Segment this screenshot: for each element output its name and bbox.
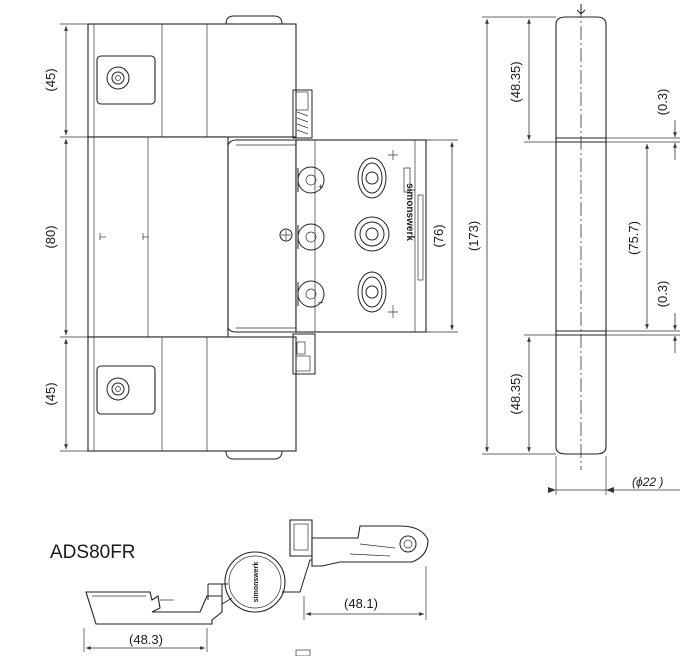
dim-frame-height: (76) <box>431 224 446 247</box>
brand-mark: simonswerk <box>404 183 415 241</box>
dim-side-gap-bottom: (0.3) <box>655 281 670 308</box>
frame-screws <box>354 150 398 318</box>
dim-middle-leaf: (80) <box>43 225 58 248</box>
svg-text:–: – <box>318 297 323 307</box>
left-leaf-profile <box>85 591 223 625</box>
model-title: ADS80FR <box>50 542 136 563</box>
dim-total-height: (173) <box>466 221 481 251</box>
bottom-spring-clip <box>292 333 316 375</box>
middle-leaf <box>87 136 229 338</box>
bottom-screw-outer <box>106 377 130 401</box>
dim-side-bottom: (48.35) <box>508 373 523 414</box>
right-clip <box>289 519 313 557</box>
bottom-fixing-plate <box>96 365 156 415</box>
dim-side-gap-top: (0.3) <box>655 89 670 116</box>
dim-plan-left: (48.3) <box>129 632 163 647</box>
dim-top-leaf: (45) <box>43 68 58 91</box>
top-spring-clip <box>292 89 313 139</box>
top-screw-outer <box>106 66 130 90</box>
dim-plan-right: (48.1) <box>344 596 378 611</box>
knuckle <box>224 551 286 613</box>
dim-bottom-leaf: (45) <box>43 382 58 405</box>
right-frame-profile <box>311 525 429 567</box>
plan-brand-mark: simonswerk <box>253 562 260 603</box>
dim-side-middle: (75.7) <box>626 221 641 255</box>
top-fixing-plate <box>96 55 156 105</box>
side-view: (173) (48.35) (48.35) (0.3) (75.7) (0.3) <box>466 4 680 495</box>
dim-diameter: (ϕ22 ) <box>632 475 663 489</box>
adjustment-cams: + – <box>297 166 325 308</box>
adjust-screw <box>279 228 293 242</box>
svg-text:+: + <box>318 182 323 192</box>
front-view: (45) (80) (45) <box>43 15 458 460</box>
dim-side-top: (48.35) <box>508 61 523 102</box>
plan-view: ADS80FR simonswerk (48.1) (48.3) <box>50 519 429 657</box>
